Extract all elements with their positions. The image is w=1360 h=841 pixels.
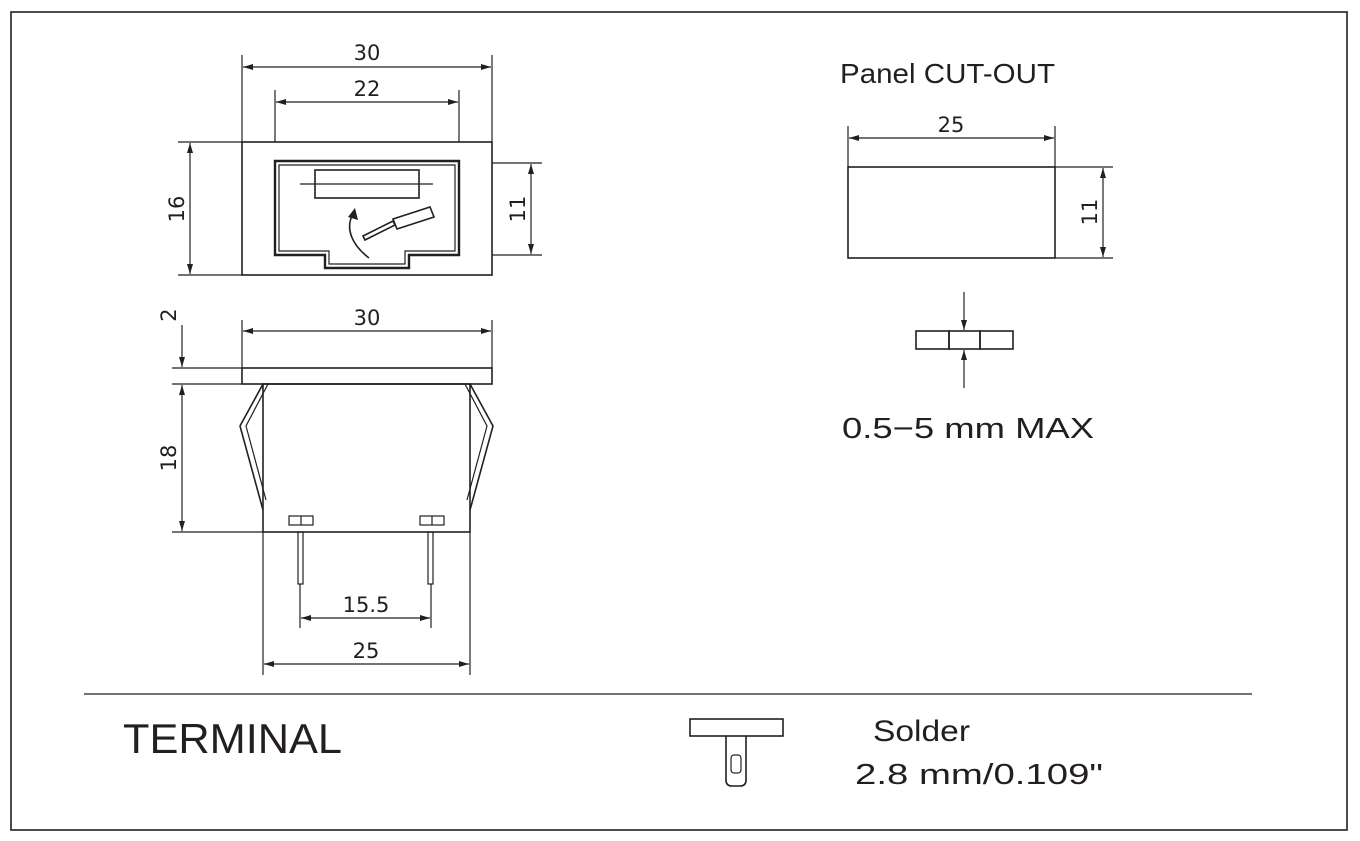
panel-section-left [915, 330, 950, 350]
panel-cutout-title: Panel CUT-OUT [840, 58, 1055, 89]
dim-front-width-outer: 30 [354, 41, 381, 65]
right-snap-clip [469, 383, 494, 511]
left-snap-clip [239, 383, 264, 511]
dim-terminal-spacing: 15.5 [343, 593, 390, 617]
terminal-type: Solder [873, 715, 970, 748]
dim-side-body-height: 18 [157, 445, 181, 472]
terminal-pin-left [297, 531, 304, 585]
panel-cutout-rect [847, 166, 1056, 259]
panel-section-right [979, 330, 1014, 350]
dim-cutout-width: 25 [938, 113, 965, 137]
dim-side-flange-thickness: 2 [157, 308, 181, 321]
panel-thickness-label: 0.5−5 mm MAX [842, 413, 1094, 445]
front-view-body [241, 141, 493, 276]
side-view-body [262, 383, 471, 533]
dim-side-flange-width: 30 [354, 306, 381, 330]
dim-side-body-width: 25 [353, 639, 380, 663]
terminal-heading: TERMINAL [123, 715, 342, 762]
screwdriver-icon [361, 206, 436, 242]
dim-front-height-inner: 11 [506, 196, 530, 223]
drawing-frame [10, 11, 1348, 831]
terminal-pin-right [427, 531, 434, 585]
front-view-window [273, 159, 461, 270]
dim-front-width-inner: 22 [354, 77, 381, 101]
panel-section-gap [948, 330, 981, 350]
terminal-size: 2.8 mm/0.109" [855, 759, 1103, 791]
dim-cutout-height: 11 [1078, 199, 1102, 226]
terminal-section: TERMINAL Solder 2.8 mm/0.109" [123, 715, 1103, 791]
front-view: 30 22 16 11 [165, 41, 542, 276]
panel-cutout: Panel CUT-OUT 25 11 0.5−5 mm MAX [840, 58, 1113, 445]
side-view: 30 2 18 15.5 25 [157, 306, 494, 675]
dim-front-height-outer: 16 [165, 196, 189, 223]
side-view-flange [241, 367, 493, 385]
solder-terminal-icon [689, 718, 784, 787]
